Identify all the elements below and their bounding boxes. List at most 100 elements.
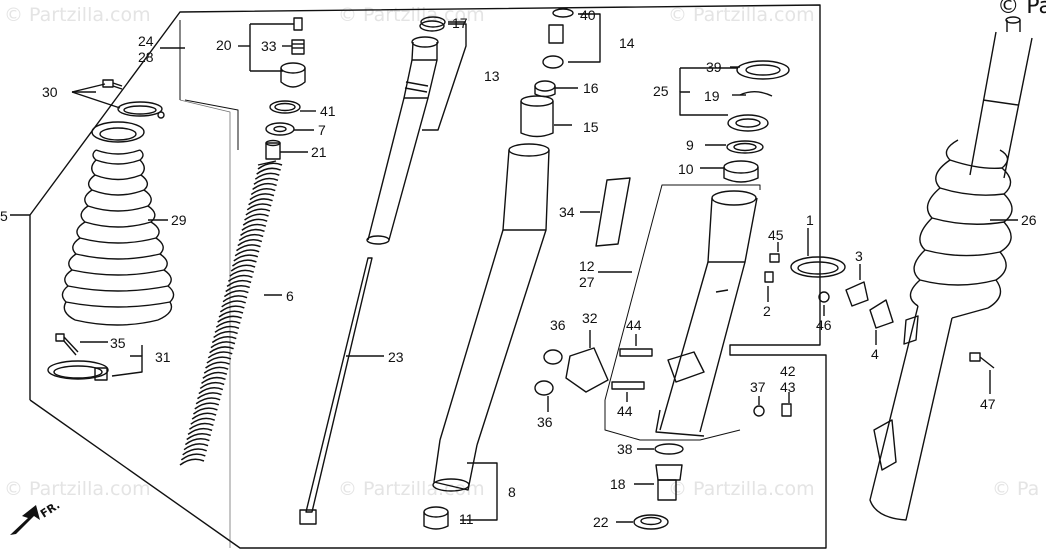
part-label-41: 41 bbox=[320, 103, 336, 119]
part-label-22: 22 bbox=[593, 514, 609, 530]
part-label-43: 43 bbox=[780, 379, 796, 395]
fork-spring-6-coils bbox=[179, 162, 283, 466]
part-label-11: 11 bbox=[459, 511, 474, 527]
part-label-5: 5 bbox=[0, 208, 8, 224]
fork-slider-boundary bbox=[604, 184, 761, 401]
seal-25 bbox=[727, 114, 769, 132]
part-label-40: 40 bbox=[580, 7, 596, 23]
part-label-9: 9 bbox=[686, 137, 694, 153]
part-label-35: 35 bbox=[110, 335, 126, 351]
sheet-34 bbox=[595, 177, 631, 247]
washer-7 bbox=[265, 122, 295, 136]
bracket-4 bbox=[869, 299, 894, 329]
part-label-24: 24 bbox=[138, 33, 154, 49]
cap-36-top bbox=[543, 349, 563, 365]
part-label-26: 26 bbox=[1021, 212, 1037, 228]
clamp-31 bbox=[47, 360, 109, 381]
pin-2 bbox=[764, 271, 774, 283]
clamp-1 bbox=[790, 256, 846, 278]
bolt-45 bbox=[769, 253, 780, 263]
part-label-21: 21 bbox=[311, 144, 327, 160]
seal-17 bbox=[420, 16, 446, 28]
part-label-10: 10 bbox=[678, 161, 694, 177]
part-label-6: 6 bbox=[286, 288, 294, 304]
clamp-30 bbox=[117, 101, 165, 119]
part-label-31: 31 bbox=[155, 349, 171, 365]
part-label-13: 13 bbox=[484, 68, 500, 84]
part-label-37: 37 bbox=[750, 379, 766, 395]
outer-tube-8 bbox=[432, 143, 550, 492]
part-label-8: 8 bbox=[508, 484, 516, 500]
nut-37 bbox=[753, 405, 765, 417]
bushing-15 bbox=[520, 95, 554, 138]
washer-38 bbox=[654, 443, 684, 455]
parts-33 bbox=[280, 17, 306, 88]
bolt-42-43 bbox=[781, 403, 792, 417]
part-label-14: 14 bbox=[619, 35, 635, 51]
dust-boot-29 bbox=[61, 121, 175, 326]
part-label-1: 1 bbox=[806, 212, 814, 228]
bolt-18 bbox=[655, 464, 683, 501]
part-label-28: 28 bbox=[138, 49, 154, 65]
valve-14 bbox=[542, 24, 564, 69]
nut-46 bbox=[818, 291, 830, 303]
part-label-3: 3 bbox=[855, 248, 863, 264]
part-label-29: 29 bbox=[171, 212, 187, 228]
part-label-33: 33 bbox=[261, 38, 277, 54]
inner-assembly-boundary bbox=[184, 99, 239, 150]
part-label-46: 46 bbox=[816, 317, 832, 333]
fork-slider-12-27 bbox=[655, 190, 758, 437]
part-label-47: 47 bbox=[980, 396, 996, 412]
part-label-34: 34 bbox=[559, 204, 575, 220]
bushing-11 bbox=[423, 506, 449, 530]
nut-16 bbox=[534, 80, 556, 98]
spring-coil bbox=[179, 162, 283, 466]
part-label-32: 32 bbox=[582, 310, 598, 326]
copyright-corner: © Pa bbox=[997, 0, 1046, 19]
bolt-30 bbox=[102, 79, 123, 90]
ring-41 bbox=[269, 100, 301, 114]
part-label-39: 39 bbox=[706, 59, 722, 75]
seal-39 bbox=[736, 60, 790, 80]
bracket-3 bbox=[845, 281, 869, 307]
part-label-19: 19 bbox=[704, 88, 720, 104]
part-label-42: 42 bbox=[780, 363, 796, 379]
seal-40 bbox=[552, 8, 574, 18]
part-label-15: 15 bbox=[583, 119, 599, 135]
part-label-18: 18 bbox=[610, 476, 626, 492]
part-label-17: 17 bbox=[452, 15, 468, 31]
nut-22 bbox=[633, 514, 669, 530]
part-label-36-top: 36 bbox=[550, 317, 566, 333]
part-label-25: 25 bbox=[653, 83, 669, 99]
part-label-30: 30 bbox=[42, 84, 58, 100]
block-32 bbox=[565, 347, 609, 393]
direction-arrow bbox=[10, 505, 40, 535]
stud-44-top bbox=[619, 348, 653, 357]
part-label-44-top: 44 bbox=[626, 317, 642, 333]
cap-36-bottom bbox=[534, 380, 554, 396]
part-label-38: 38 bbox=[617, 441, 633, 457]
part-label-45: 45 bbox=[768, 227, 784, 243]
bushing-10 bbox=[723, 160, 759, 183]
bolt-47 bbox=[969, 352, 995, 369]
spacer-21 bbox=[265, 139, 281, 160]
part-label-2: 2 bbox=[763, 303, 771, 319]
damper-rod-23 bbox=[299, 257, 373, 525]
fork-tube-13 bbox=[366, 20, 445, 245]
bolt-35 bbox=[55, 333, 79, 356]
part-label-36-bottom: 36 bbox=[537, 414, 553, 430]
part-label-23: 23 bbox=[388, 349, 404, 365]
assembled-fork-26 bbox=[869, 16, 1033, 521]
part-label-27: 27 bbox=[579, 274, 595, 290]
part-label-20: 20 bbox=[216, 37, 232, 53]
fork-spring-6 bbox=[257, 160, 277, 166]
assembly-boundary bbox=[29, 4, 827, 549]
part-label-4: 4 bbox=[871, 346, 879, 362]
part-label-16: 16 bbox=[583, 80, 599, 96]
washer-9 bbox=[726, 140, 764, 154]
part-label-44-bottom: 44 bbox=[617, 403, 633, 419]
part-label-7: 7 bbox=[318, 122, 326, 138]
part-label-12: 12 bbox=[579, 258, 595, 274]
